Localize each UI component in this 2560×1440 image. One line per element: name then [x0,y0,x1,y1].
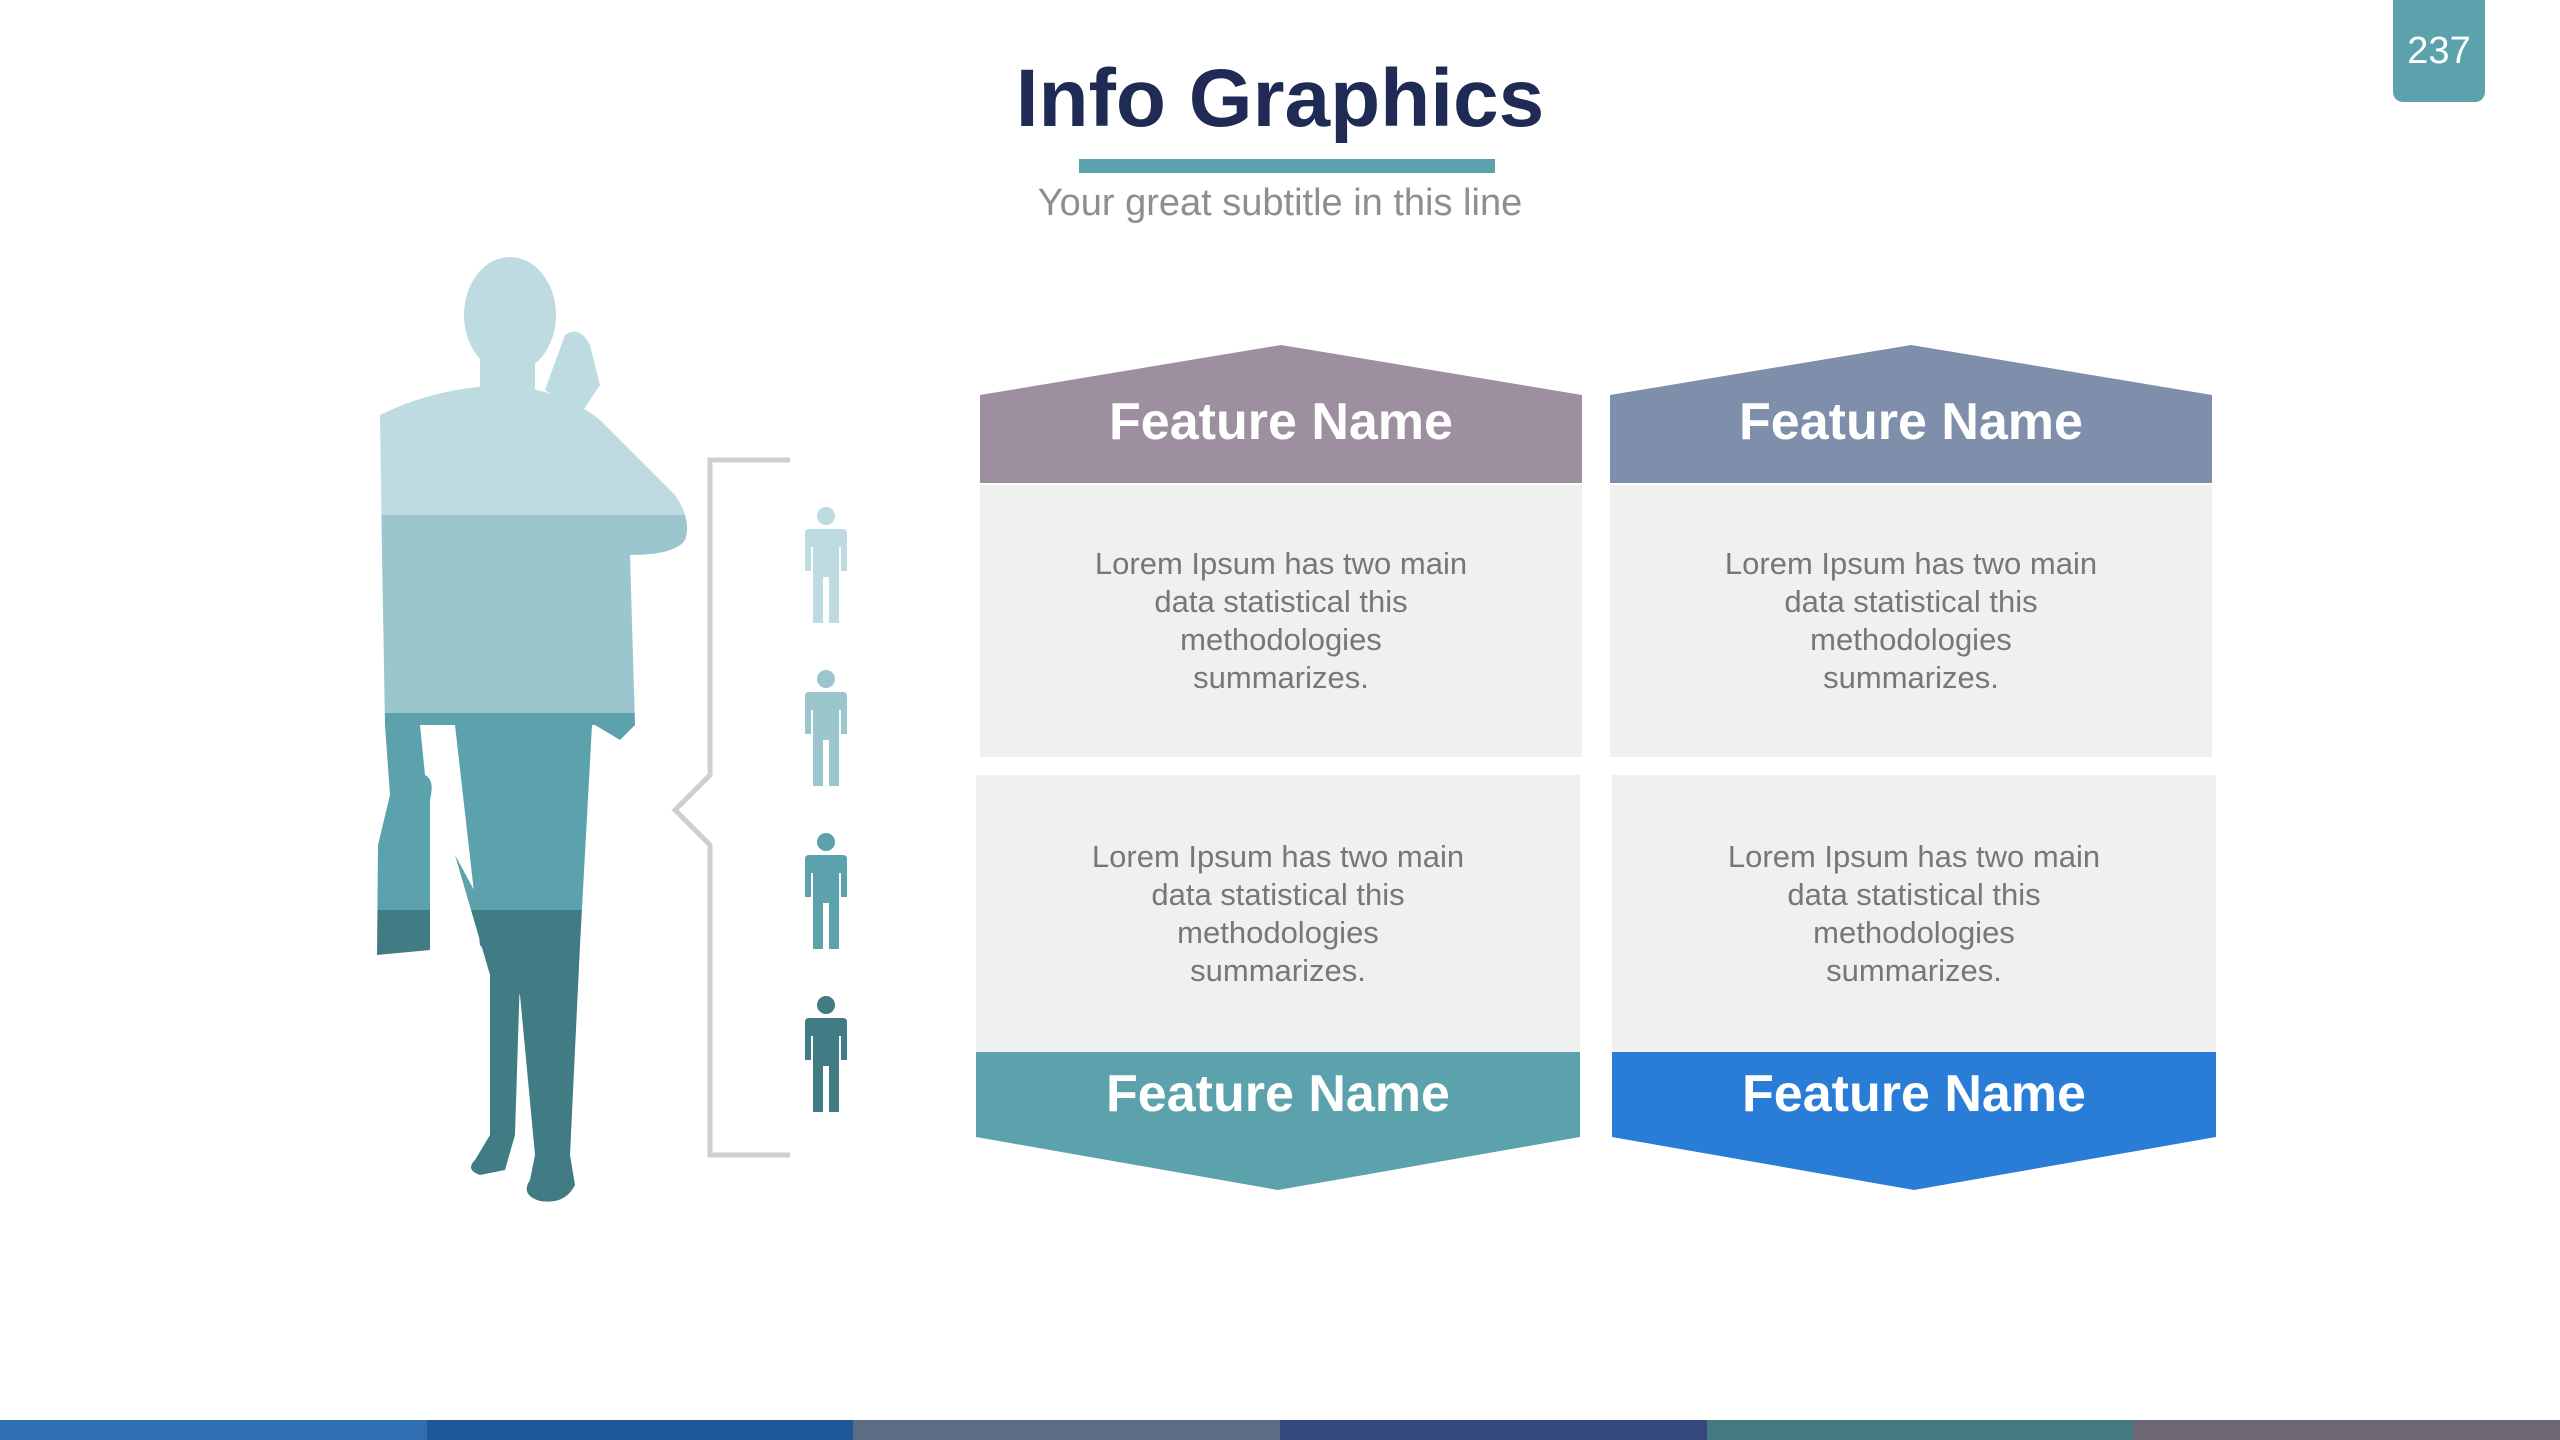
feature-card-4-header: Feature Name [1612,1052,2216,1192]
bottom-bar-segment [2133,1420,2560,1440]
feature-card-1-header: Feature Name [980,343,1582,483]
feature-card-4-body: Lorem Ipsum has two main data statistica… [1612,775,2216,1052]
feature-card-3-title: Feature Name [1106,1065,1450,1123]
page-number-badge: 237 [2393,0,2485,102]
title-underline [1079,159,1495,173]
silhouette-band-2 [377,515,688,713]
bottom-color-bar [0,1420,2560,1440]
feature-card-2-body: Lorem Ipsum has two main data statistica… [1610,485,2212,757]
bottom-bar-segment [1280,1420,1707,1440]
feature-card-4-title: Feature Name [1742,1065,2086,1123]
feature-card-4-text: Lorem Ipsum has two main data statistica… [1727,838,2101,988]
bottom-bar-segment [853,1420,1281,1440]
feature-card-3-text: Lorem Ipsum has two main data statistica… [1091,838,1465,988]
person-icon [805,507,847,623]
feature-card-3-body: Lorem Ipsum has two main data statistica… [976,775,1580,1052]
bracket-icon [671,457,790,1158]
feature-card-1-text: Lorem Ipsum has two main data statistica… [1094,546,1468,695]
person-icon [805,996,847,1112]
feature-card-2-text: Lorem Ipsum has two main data statistica… [1724,546,2098,695]
feature-card-3-header: Feature Name [976,1052,1580,1192]
feature-card-1-title: Feature Name [1109,393,1453,451]
bottom-bar-segment [1706,1420,2134,1440]
silhouette-band-3 [377,713,688,910]
feature-card-2-title: Feature Name [1739,393,2083,451]
silhouette-band-1 [377,257,688,515]
person-icon [805,670,847,786]
page-title: Info Graphics [1015,53,1545,144]
person-icon [805,833,847,949]
feature-card-2-header: Feature Name [1610,343,2212,483]
bottom-bar-segment [426,1420,854,1440]
bottom-bar-segment [0,1420,427,1440]
person-silhouette-icon [377,257,688,1202]
silhouette-band-4 [377,910,688,1202]
feature-card-1-body: Lorem Ipsum has two main data statistica… [980,485,1582,757]
page-subtitle: Your great subtitle in this line [1037,182,1523,224]
